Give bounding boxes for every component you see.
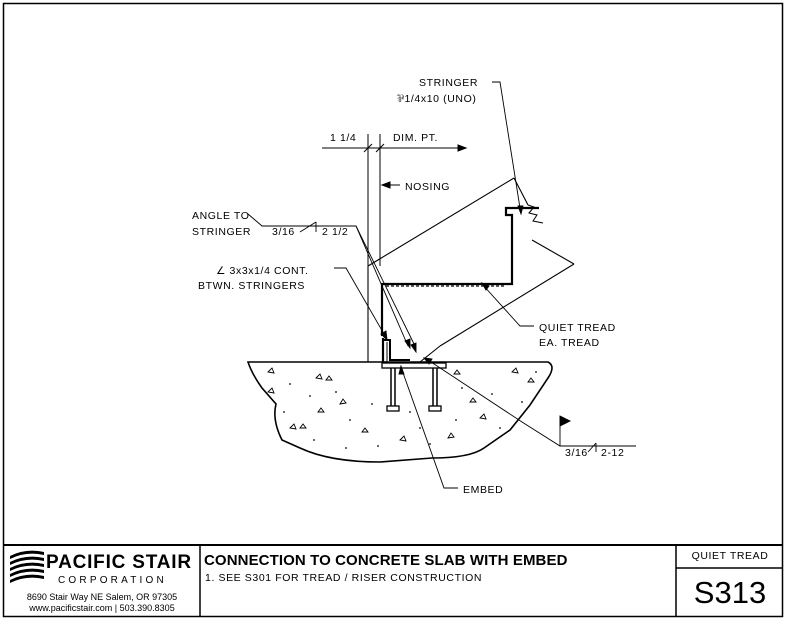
company-name: PACIFIC STAIR xyxy=(46,552,192,573)
sheet-number: S313 xyxy=(693,575,767,610)
label-stringer-line2: ⅌1/4x10 (UNO) xyxy=(397,93,476,105)
stair-logo-icon xyxy=(10,550,44,583)
drawing-title: CONNECTION TO CONCRETE SLAB WITH EMBED xyxy=(204,552,568,569)
label-angle-line1: ANGLE TO xyxy=(192,210,250,222)
label-dim-right: DIM. PT. xyxy=(393,132,438,144)
label-stringer-line1: STRINGER xyxy=(419,77,478,89)
base-angle xyxy=(384,339,410,363)
label-embed-weld-size: 3/16 xyxy=(565,447,588,459)
company-subtitle: CORPORATION xyxy=(58,575,167,586)
label-quiet-tread-line1: QUIET TREAD xyxy=(539,322,616,334)
label-nosing: NOSING xyxy=(405,181,450,193)
title-block-frame xyxy=(3,544,783,617)
company-address: 8690 Stair Way NE Salem, OR 97305 xyxy=(26,592,178,602)
dimension-lines xyxy=(322,134,468,362)
drawing-category: QUIET TREAD xyxy=(691,550,769,562)
embed-plate xyxy=(381,362,447,412)
label-embed-weld-length: 2-12 xyxy=(601,447,624,459)
aggregate-triangles xyxy=(267,367,535,442)
leader-lines xyxy=(247,81,636,489)
concrete-slab xyxy=(246,361,553,463)
label-angle-line2: STRINGER xyxy=(192,226,251,238)
stringer-plate xyxy=(367,177,575,363)
label-quiet-tread-line2: EA. TREAD xyxy=(539,337,600,349)
drawing-note: 1. SEE S301 FOR TREAD / RISER CONSTRUCTI… xyxy=(205,572,483,584)
aggregate-dots xyxy=(283,371,537,449)
label-angle-cont-line1: ∠ 3x3x1/4 CONT. xyxy=(216,265,309,277)
label-angle-weld-length: 2 1/2 xyxy=(322,226,348,238)
label-dim-left: 1 1/4 xyxy=(330,132,356,144)
label-embed: EMBED xyxy=(463,484,503,496)
label-angle-cont-line2: BTWN. STRINGERS xyxy=(198,280,305,292)
drawing-labels: STRINGER ⅌1/4x10 (UNO) 1 1/4 DIM. PT. NO… xyxy=(192,77,624,496)
company-contact: www.pacificstair.com | 503.390.8305 xyxy=(29,603,175,613)
label-angle-weld-size: 3/16 xyxy=(272,226,295,238)
